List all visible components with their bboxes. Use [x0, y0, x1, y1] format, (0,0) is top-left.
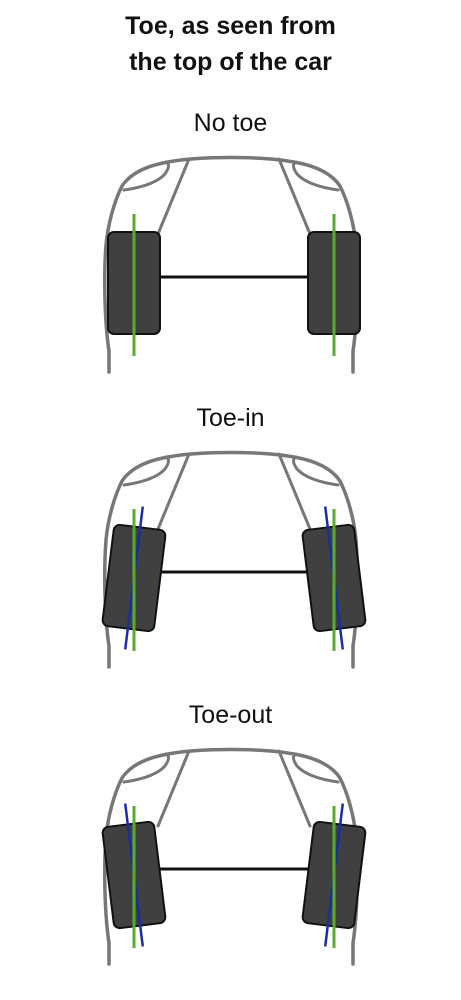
panel-label-no-toe: No toe [193, 109, 268, 137]
right-strut-line [277, 452, 312, 531]
left-strut-line [156, 452, 191, 531]
left-strut-line [156, 157, 191, 236]
diagram-toe-out [101, 747, 367, 966]
right-strut-line [277, 157, 312, 236]
left-strut-line [156, 749, 191, 828]
right-fender-curve [292, 160, 340, 192]
panel-label-toe-in: Toe-in [196, 404, 265, 432]
diagram-title: Toe, as seen from the top of the car [0, 8, 461, 80]
panel-label-toe-out: Toe-out [188, 701, 273, 729]
title-line-2: the top of the car [129, 48, 332, 76]
right-fender-curve [292, 455, 340, 487]
title-line-1: Toe, as seen from [125, 12, 336, 40]
left-fender-curve [122, 752, 170, 784]
diagram-toe-in [101, 450, 367, 669]
left-fender-curve [122, 455, 170, 487]
right-fender-curve [292, 752, 340, 784]
diagram-no-toe [103, 155, 361, 374]
right-strut-line [277, 749, 312, 828]
left-fender-curve [122, 160, 170, 192]
